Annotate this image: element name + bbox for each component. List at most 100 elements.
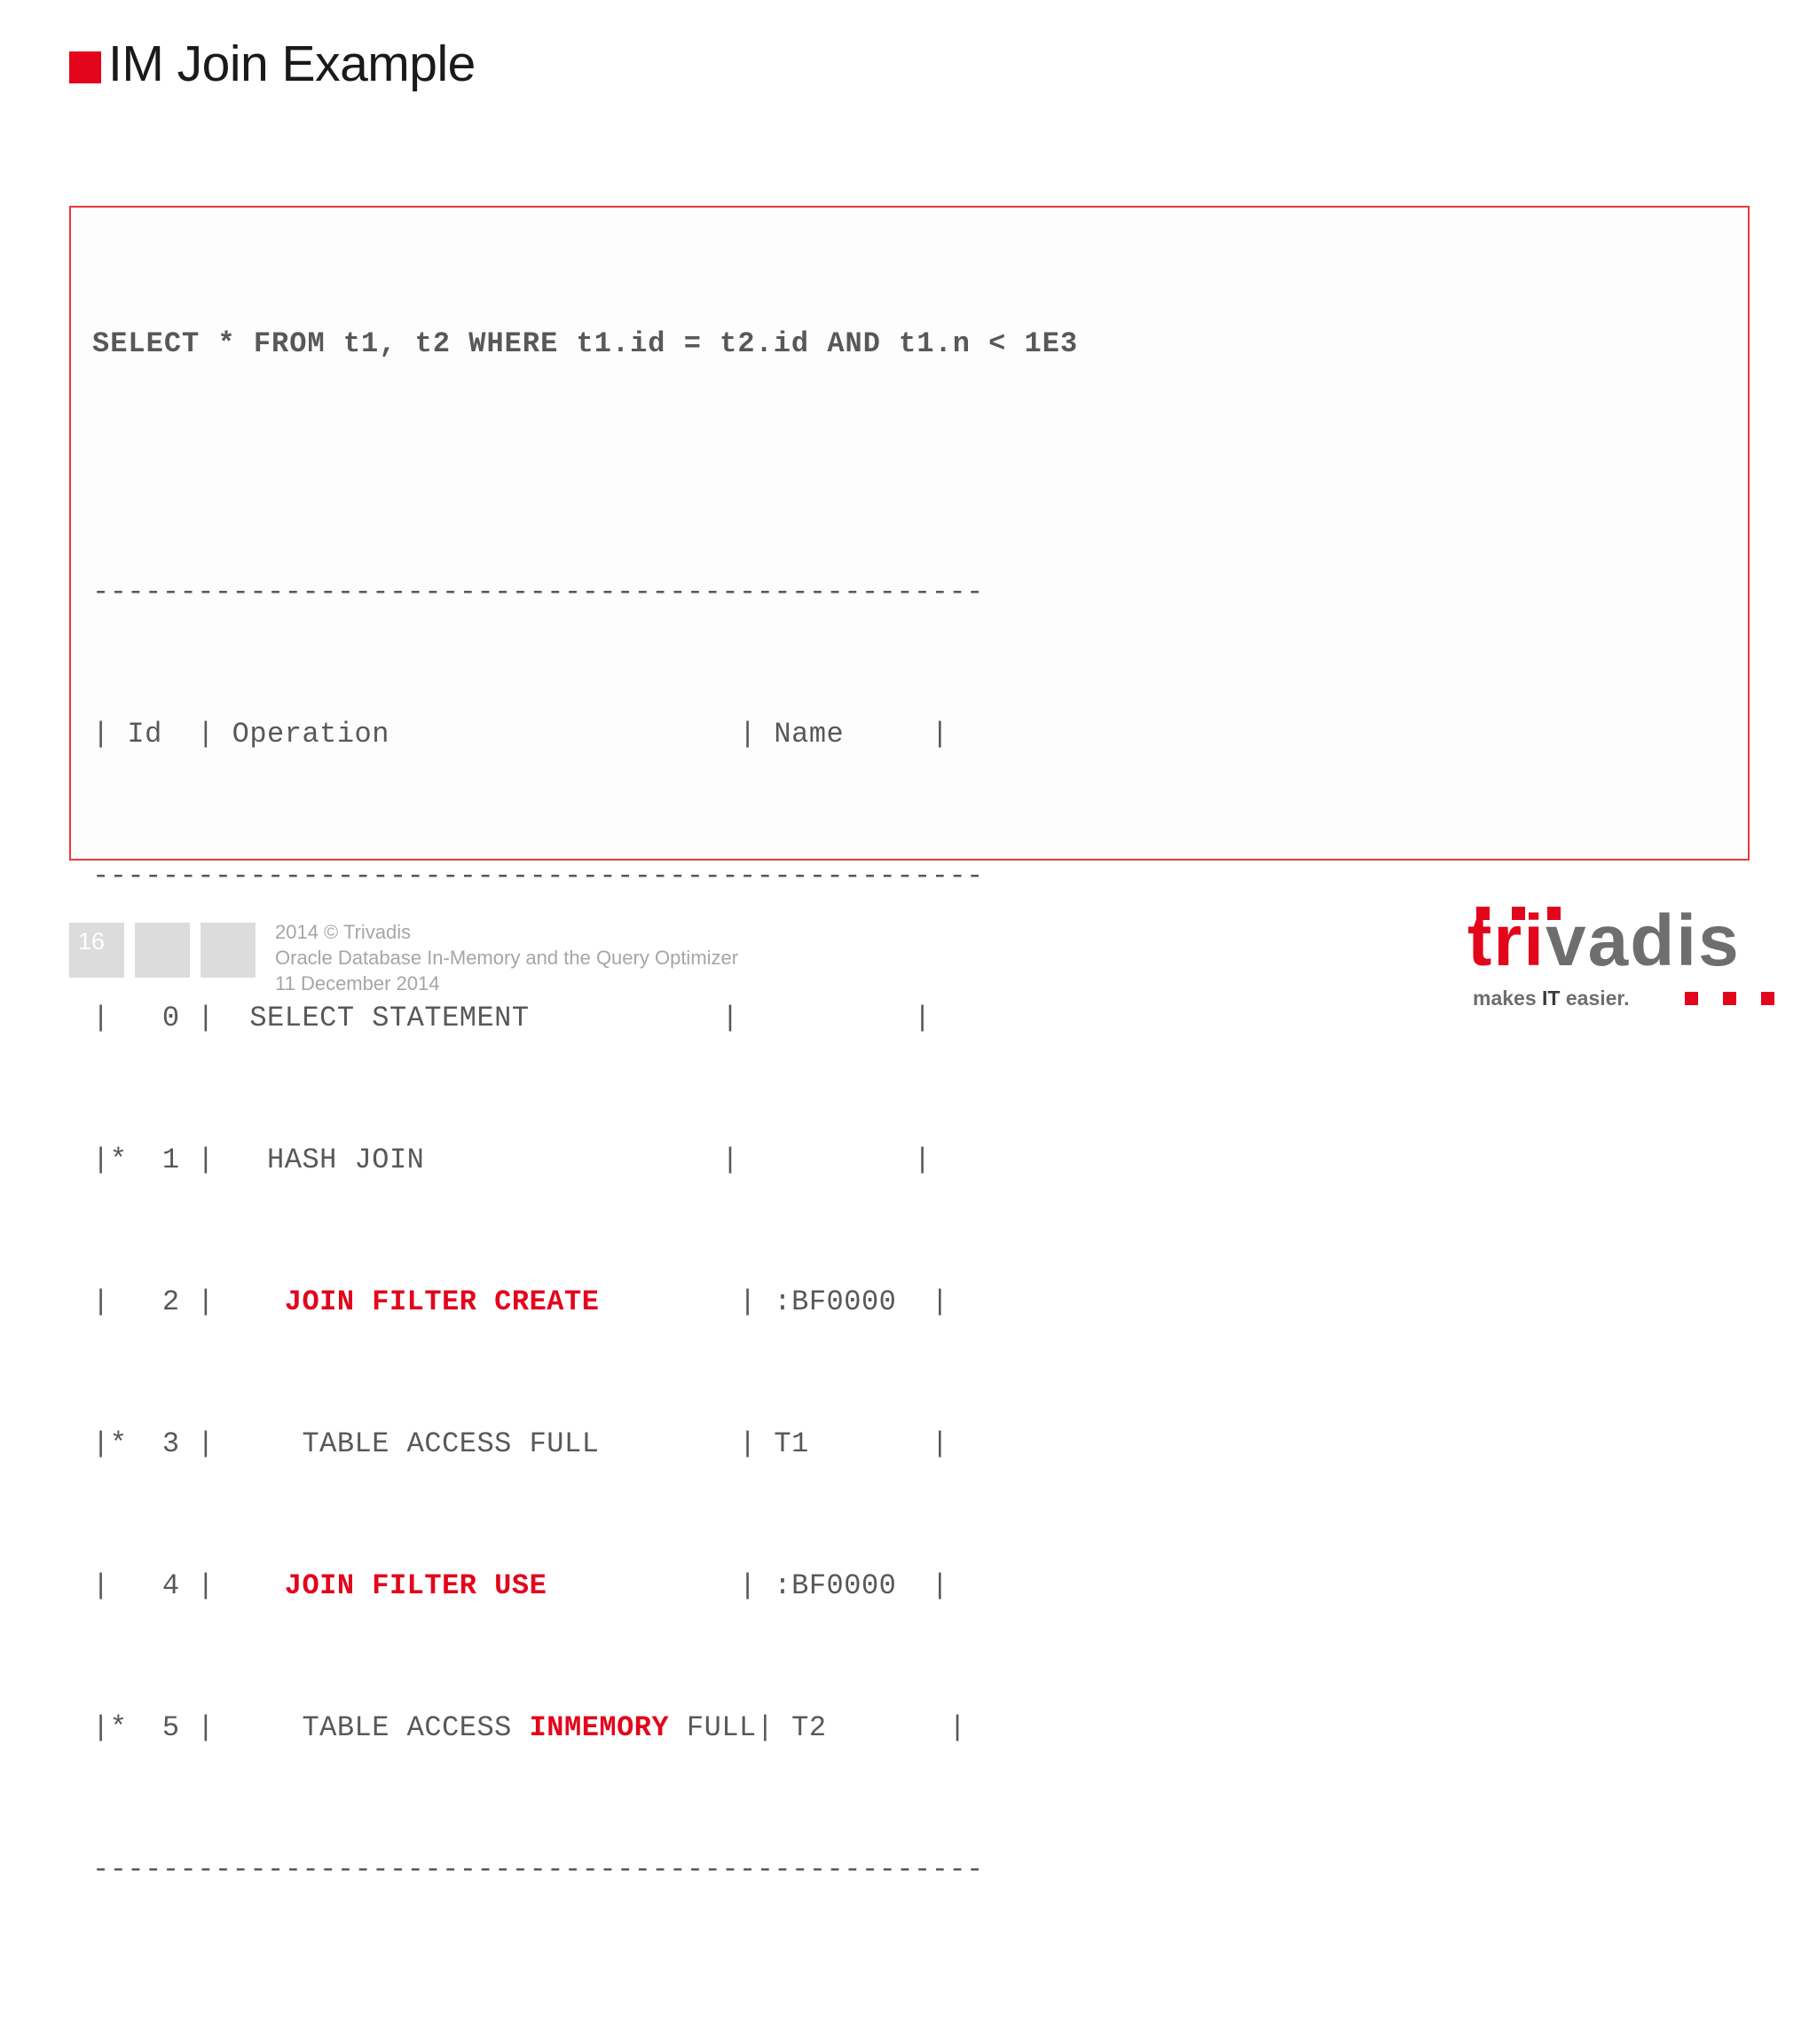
row-end-sep: | [914, 1144, 932, 1176]
row-marker: |* [92, 1144, 162, 1176]
row-marker: | [92, 1569, 162, 1602]
row-id: 3 [161, 1427, 180, 1460]
plan-header-row: | Id | Operation | Name | [92, 717, 1078, 752]
row-name: T2 [791, 1711, 827, 1744]
plan-row: |* 5 | TABLE ACCESS INMEMORY FULL| T2 | [92, 1710, 1078, 1746]
row-indent [232, 1002, 250, 1034]
plan-header-operation-pad [389, 718, 739, 751]
plan-row: | 0 | SELECT STATEMENT | | [92, 1001, 1078, 1036]
row-id: 1 [161, 1144, 180, 1176]
row-end-sep: | [914, 1002, 932, 1034]
row-mid-sep: | [739, 1569, 775, 1602]
row-name: :BF0000 [774, 1569, 897, 1602]
row-sep: | [179, 1427, 232, 1460]
row-indent [232, 1144, 267, 1176]
plan-header-name-pad [844, 718, 932, 751]
row-operation-pad [530, 1002, 722, 1034]
row-name: :BF0000 [774, 1285, 897, 1318]
row-operation-pad [599, 1285, 739, 1318]
footer-decoration-block [201, 923, 256, 978]
row-id: 2 [161, 1285, 180, 1318]
row-operation-pad [424, 1144, 721, 1176]
page-title: IM Join Example [69, 39, 476, 90]
logo-dot-icon [1476, 907, 1490, 920]
row-mid-sep: | [739, 1427, 775, 1460]
row-operation-highlight: JOIN FILTER USE [284, 1569, 547, 1602]
trivadis-logo: trivadis makes IT easier. [1467, 905, 1778, 1011]
row-name-pad [757, 1144, 914, 1176]
plan-header-name: Name [774, 718, 845, 751]
row-mid-sep: | [739, 1285, 775, 1318]
row-indent [232, 1569, 285, 1602]
plan-row: |* 1 | HASH JOIN | | [92, 1143, 1078, 1178]
row-operation-pre: HASH JOIN [267, 1144, 425, 1176]
row-mid-sep: | [756, 1711, 792, 1744]
row-indent [232, 1285, 285, 1318]
row-sep: | [179, 1569, 232, 1602]
row-id: 5 [161, 1711, 180, 1744]
row-end-sep: | [948, 1711, 967, 1744]
tagline-pre: makes [1473, 987, 1543, 1010]
plan-header-sep2: | [931, 718, 949, 751]
plan-header-id: | Id | [92, 718, 232, 751]
row-operation-pre: TABLE ACCESS [302, 1711, 530, 1744]
row-mid-sep: | [721, 1144, 757, 1176]
page-number: 16 [78, 928, 106, 955]
row-marker: | [92, 1285, 162, 1318]
code-spacer [92, 1994, 1078, 2030]
logo-name-grey: vadis [1546, 900, 1741, 981]
footer-copyright: 2014 © Trivadis [275, 921, 412, 943]
plan-header-operation: Operation [232, 718, 389, 751]
plan-row: | 2 | JOIN FILTER CREATE | :BF0000 | [92, 1285, 1078, 1320]
row-indent [232, 1427, 303, 1460]
row-operation-pre: TABLE ACCESS FULL [302, 1427, 600, 1460]
row-name-pad [809, 1427, 932, 1460]
row-operation-pad [547, 1569, 739, 1602]
row-sep: | [179, 1002, 232, 1034]
logo-tagline-squares [1685, 992, 1774, 1005]
logo-square-icon [1685, 992, 1698, 1005]
row-name-pad [827, 1711, 949, 1744]
row-marker: |* [92, 1427, 162, 1460]
plan-header-sep1: | [739, 718, 775, 751]
slide-footer: 16 2014 © Trivadis Oracle Database In-Me… [69, 921, 738, 996]
logo-tagline: makes IT easier. [1473, 987, 1630, 1010]
row-name-pad [757, 1002, 914, 1034]
footer-date: 11 December 2014 [275, 972, 440, 994]
row-indent [232, 1711, 303, 1744]
row-end-sep: | [931, 1427, 949, 1460]
row-end-sep: | [931, 1285, 949, 1318]
logo-square-icon [1761, 992, 1774, 1005]
row-name: T1 [774, 1427, 809, 1460]
row-id: 4 [161, 1569, 180, 1602]
tagline-post: easier. [1560, 987, 1630, 1010]
plan-rule-mid: ----------------------------------------… [92, 860, 984, 892]
footer-presentation-title: Oracle Database In-Memory and the Query … [275, 947, 739, 969]
footer-text: 2014 © Trivadis Oracle Database In-Memor… [275, 919, 738, 996]
row-name-pad [896, 1569, 931, 1602]
row-sep: | [179, 1711, 232, 1744]
plan-row: | 4 | JOIN FILTER USE | :BF0000 | [92, 1568, 1078, 1604]
row-operation-pre: SELECT STATEMENT [249, 1002, 530, 1034]
row-name-pad [896, 1285, 931, 1318]
row-marker: |* [92, 1711, 162, 1744]
row-sep: | [179, 1144, 232, 1176]
row-mid-sep: | [721, 1002, 757, 1034]
row-id: 0 [161, 1002, 180, 1034]
plan-rule-bottom: ----------------------------------------… [92, 1853, 984, 1886]
execution-plan-code-box: SELECT * FROM t1, t2 WHERE t1.id = t2.id… [69, 206, 1750, 1886]
logo-dot-icon [1547, 907, 1561, 920]
page-number-block: 16 [69, 923, 124, 978]
row-operation-post: FULL [669, 1711, 757, 1744]
sql-statement-line: SELECT * FROM t1, t2 WHERE t1.id = t2.id… [92, 327, 1079, 360]
row-operation-pad [599, 1427, 739, 1460]
logo-wordmark: trivadis [1467, 905, 1778, 981]
logo-square-icon [1723, 992, 1736, 1005]
row-operation-highlight: INMEMORY [529, 1711, 670, 1744]
footer-blocks: 16 [69, 923, 256, 978]
row-sep: | [179, 1285, 232, 1318]
plan-rule-top: ----------------------------------------… [92, 576, 984, 609]
row-end-sep: | [931, 1569, 949, 1602]
row-operation-highlight: JOIN FILTER CREATE [284, 1285, 600, 1318]
row-marker: | [92, 1002, 162, 1034]
